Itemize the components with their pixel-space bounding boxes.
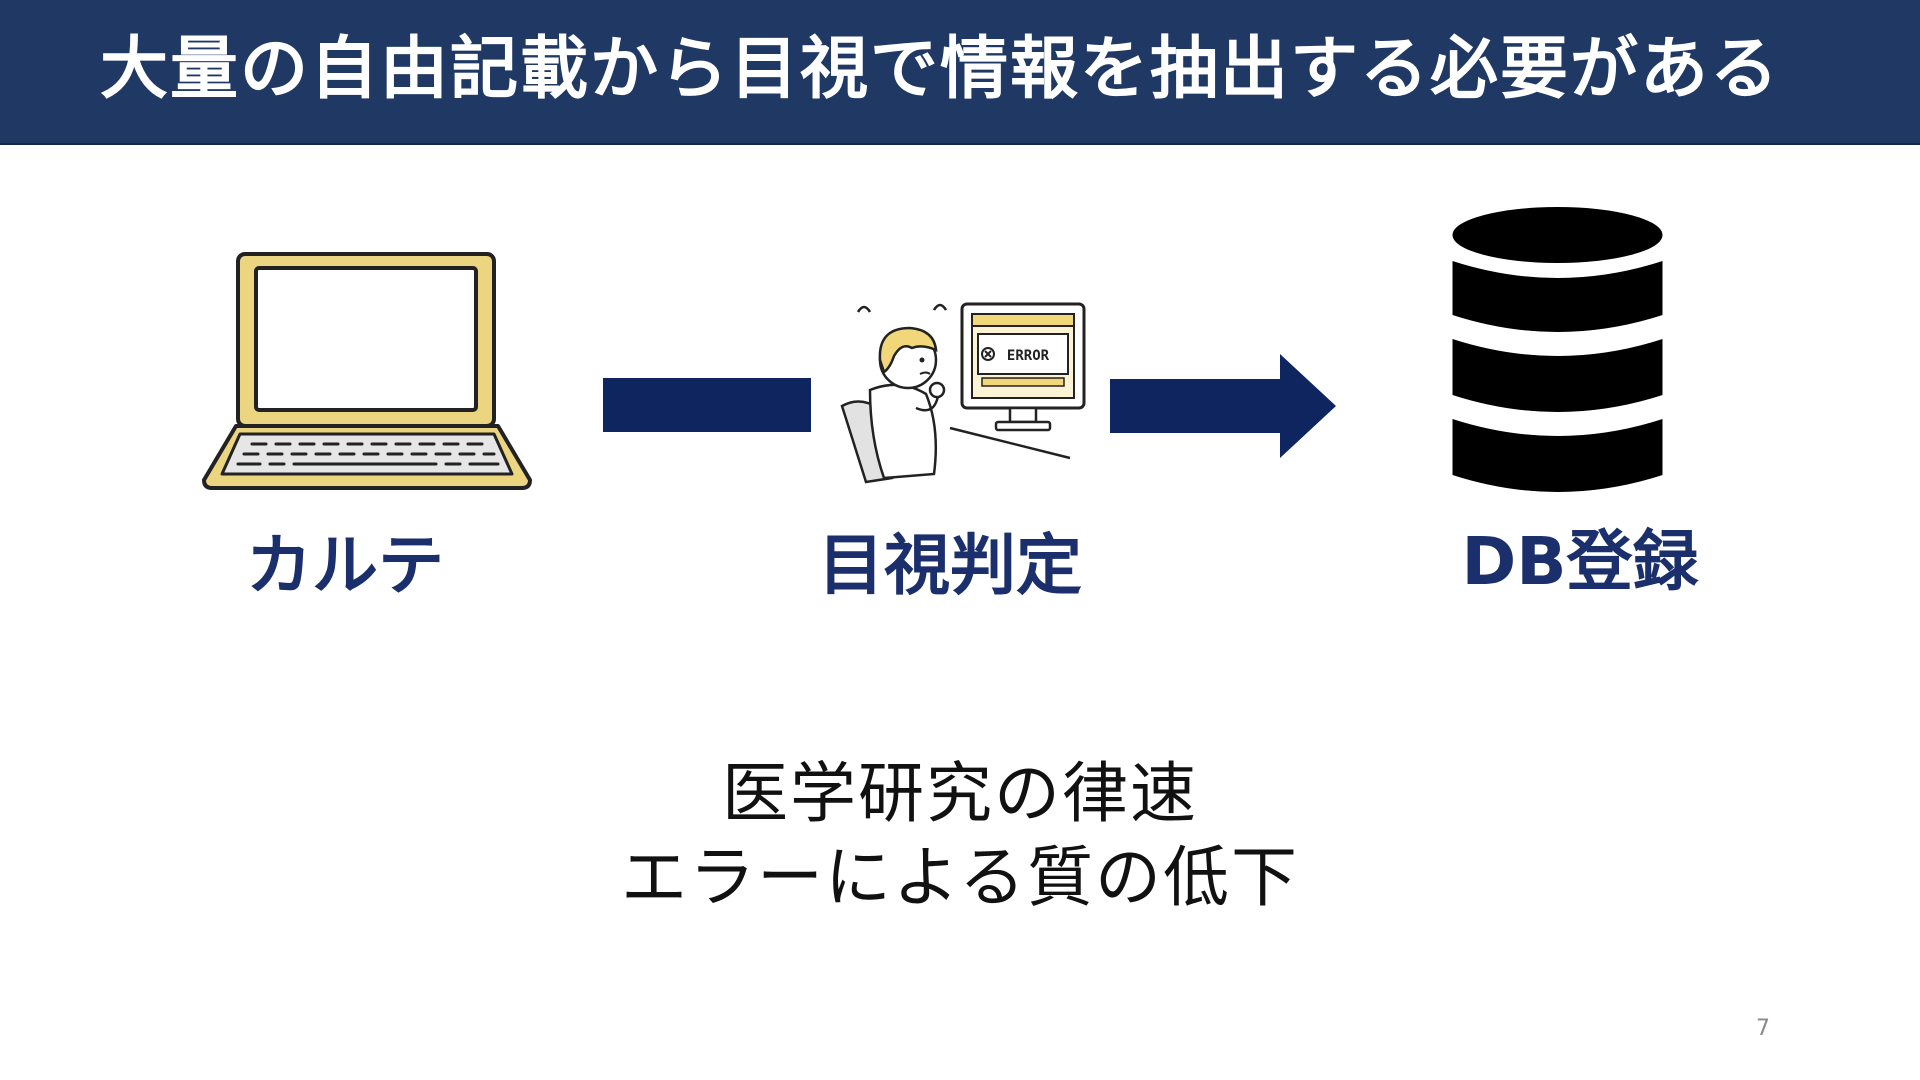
- step-label-visual-check: 目視判定: [818, 527, 1082, 604]
- error-screen-text: ERROR: [1007, 348, 1050, 364]
- bar-connector: [603, 378, 811, 432]
- title-bar: 大量の自由記載から目視で情報を抽出する必要がある: [0, 0, 1920, 145]
- database-icon: [1450, 203, 1665, 508]
- person-at-computer-icon: ERROR: [830, 298, 1090, 488]
- bottom-line-research-bottleneck: 医学研究の律速: [722, 755, 1198, 832]
- step-label-karte: カルテ: [246, 527, 444, 604]
- arrow-right-icon: [1108, 352, 1338, 460]
- slide-title: 大量の自由記載から目視で情報を抽出する必要がある: [100, 30, 1781, 109]
- step-label-db-register: DB登録: [1461, 523, 1699, 600]
- page-number: 7: [1756, 1016, 1770, 1041]
- laptop-icon: [200, 250, 535, 495]
- bottom-line-quality-decline: エラーによる質の低下: [620, 839, 1300, 916]
